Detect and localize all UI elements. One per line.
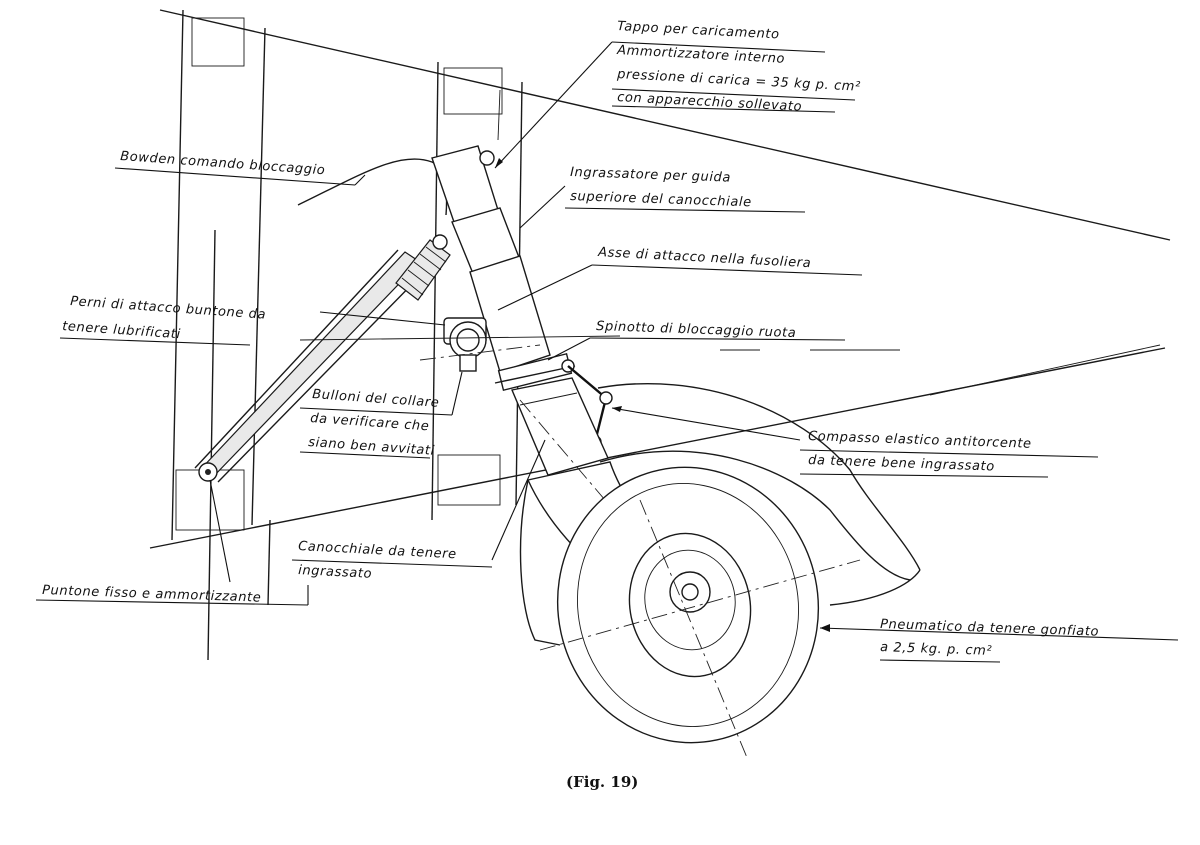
label-bowden: Bowden comando bloccaggio (114, 149, 366, 186)
label-ingrassatore-line2: superiore del canocchiale (570, 189, 752, 210)
label-canocchiale: Canocchiale da tenere ingrassato (291, 439, 546, 582)
label-canocchiale-line1: Canocchiale da tenere (298, 539, 457, 562)
label-asse: Asse di attacco nella fusoliera (497, 245, 863, 311)
label-compasso: Compasso elastico antitorcente da tenere… (611, 406, 1099, 478)
fuselage-lower-line (149, 347, 1166, 549)
label-compasso-line1: Compasso elastico antitorcente (808, 429, 1032, 452)
label-canocchiale-line2: ingrassato (298, 563, 373, 582)
fuselage-attachment-fitting (443, 317, 487, 372)
label-pneumatico-line2: a 2,5 kg. p. cm² (880, 640, 993, 659)
telescopic-leg (511, 377, 609, 476)
label-bulloni-line1: Bulloni del collare (312, 387, 440, 411)
label-ingrassatore: Ingrassatore per guida superiore del can… (519, 165, 806, 229)
construction-line (299, 335, 621, 341)
label-spinotto: Spinotto di bloccaggio ruota (547, 319, 846, 361)
fuselage-frame-left (171, 9, 271, 661)
label-asse-text: Asse di attacco nella fusoliera (597, 245, 812, 271)
label-bulloni-line2: da verificare che (310, 411, 430, 434)
label-perni-line1: Perni di attacco buntone da (70, 294, 267, 323)
wheel-fairing (519, 382, 921, 646)
label-compasso-line2: da tenere bene ingrassato (808, 453, 995, 475)
fixed-strut (194, 249, 429, 483)
main-strut-upper (431, 145, 551, 373)
figure-caption: (Fig. 19) (566, 773, 638, 791)
construction-line (929, 344, 1161, 396)
label-puntone: Puntone fisso e ammortizzante (35, 479, 309, 606)
label-spinotto-text: Spinotto di bloccaggio ruota (596, 319, 797, 341)
label-pneumatico: Pneumatico da tenere gonfiato a 2,5 kg. … (819, 617, 1179, 663)
main-wheel (539, 466, 861, 761)
fuselage-upper-line (159, 9, 1171, 241)
strut-bellows (395, 234, 451, 301)
label-bowden-text: Bowden comando bloccaggio (120, 149, 326, 178)
label-perni: Perni di attacco buntone da tenere lubri… (59, 294, 446, 346)
construction-line (419, 344, 541, 361)
label-bulloni: Bulloni del collare da verificare che si… (299, 371, 463, 459)
label-tappo-line1: Tappo per caricamento (617, 19, 780, 42)
label-tappo: Tappo per caricamento Ammortizzatore int… (494, 19, 861, 169)
label-ingrassatore-line1: Ingrassatore per guida (570, 165, 731, 186)
